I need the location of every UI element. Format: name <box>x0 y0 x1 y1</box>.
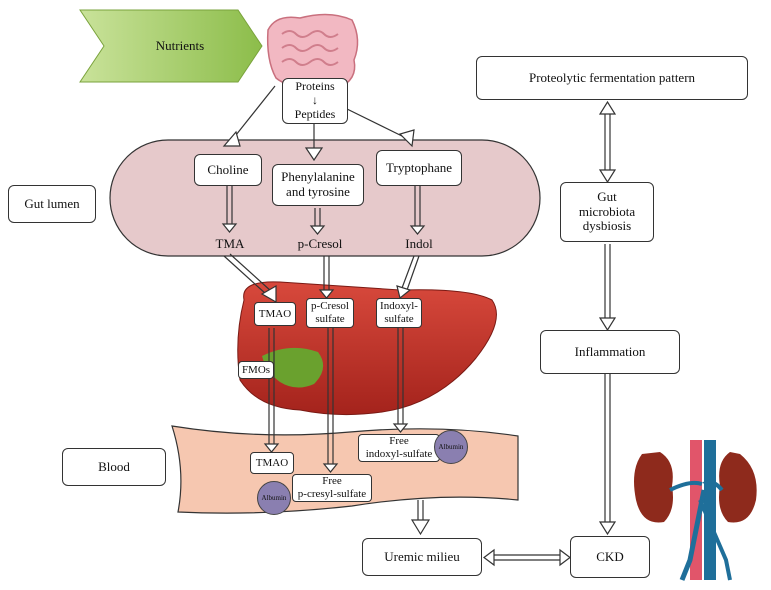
proteins-peptides-box: Proteins ↓ Peptides <box>282 78 348 124</box>
tma-label: TMA <box>215 236 245 251</box>
free-indoxyl-sulfate-box: Free indoxyl-sulfate <box>358 434 440 462</box>
intestine-icon <box>266 13 359 89</box>
fmos-label: FMOs <box>238 361 274 379</box>
flow-arrows <box>221 85 617 567</box>
p-cresol-label: p-Cresol <box>297 236 343 251</box>
phenylalanine-tyrosine-box: Phenylalanine and tyrosine <box>272 164 364 206</box>
gut-lumen-label: Gut lumen <box>8 185 96 223</box>
uremic-milieu-box: Uremic milieu <box>362 538 482 576</box>
albumin-bound-indoxyl: Albumin <box>434 430 468 464</box>
tryptophane-box: Tryptophane <box>376 150 462 186</box>
tmao-liver-box: TMAO <box>254 302 296 326</box>
ckd-box: CKD <box>570 536 650 578</box>
proteolytic-fermentation-box: Proteolytic fermentation pattern <box>476 56 748 100</box>
tmao-blood-box: TMAO <box>250 452 294 474</box>
p-cresol-sulfate-liver-box: p-Cresol sulfate <box>306 298 354 328</box>
nutrients-arrow <box>79 9 263 83</box>
free-p-cresyl-sulfate-box: Free p-cresyl-sulfate <box>292 474 372 502</box>
choline-box: Choline <box>194 154 262 186</box>
blood-label: Blood <box>62 448 166 486</box>
indoxyl-sulfate-liver-box: Indoxyl- sulfate <box>376 298 422 328</box>
gut-microbiota-dysbiosis-box: Gut microbiota dysbiosis <box>560 182 654 242</box>
kidney-icon <box>634 440 757 581</box>
albumin-bound-pcs: Albumin <box>257 481 291 515</box>
nutrients-label: Nutrients <box>155 38 205 53</box>
indol-label: Indol <box>405 236 433 251</box>
inflammation-box: Inflammation <box>540 330 680 374</box>
liver-icon <box>237 281 497 416</box>
